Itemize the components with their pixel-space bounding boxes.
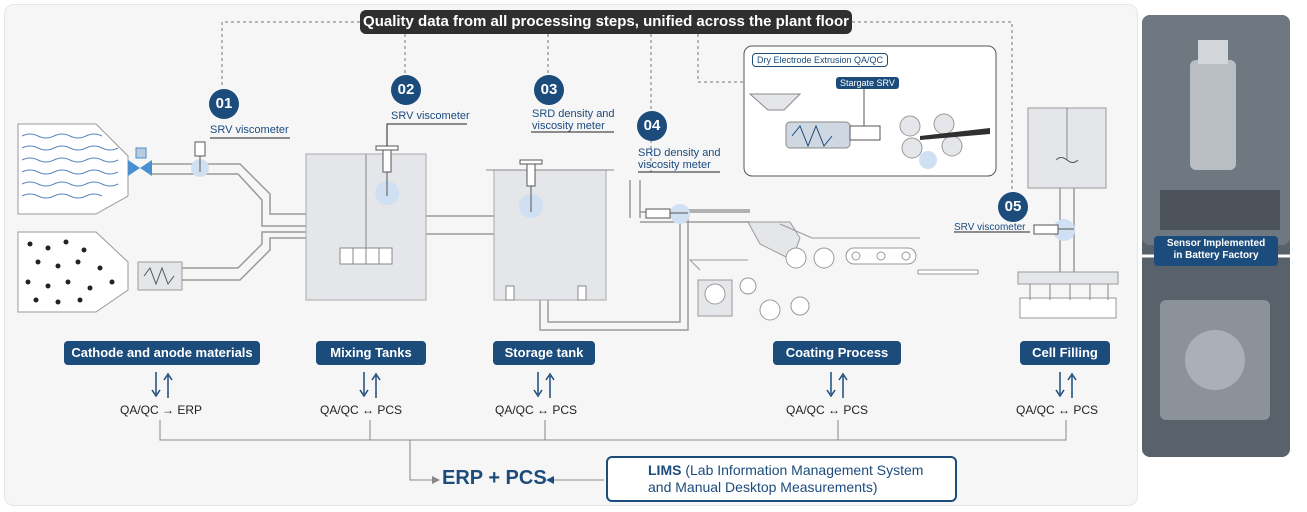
flow-row-storage: QA/QC ↔ PCS	[495, 403, 577, 417]
probe-02	[375, 145, 399, 205]
flow-right: PCS	[552, 403, 578, 417]
sensor-label-03-line1: SRD density and	[532, 108, 615, 120]
flow-left: QA/QC	[786, 403, 825, 417]
photo-caption-line1: Sensor Implemented	[1166, 238, 1266, 249]
flow-right: PCS	[1073, 403, 1099, 417]
banner-title: Quality data from all processing steps, …	[360, 10, 852, 34]
flow-left: QA/QC	[1016, 403, 1055, 417]
photo-caption: Sensor Implemented in Battery Factory	[1154, 236, 1278, 266]
lims-text: LIMS (Lab Information Management System …	[648, 462, 923, 496]
stage-cell-filling: Cell Filling	[1020, 341, 1110, 365]
sensor-badge-03: 03	[534, 75, 564, 105]
flow-arrow: ↔	[828, 403, 841, 417]
flow-arrow: ↔	[362, 403, 375, 417]
anode-hopper	[17, 231, 183, 313]
lims-line2: and Manual Desktop Measurements)	[648, 479, 878, 495]
sensor-label-03-line2: viscosity meter	[532, 120, 605, 132]
sensor-badge-05: 05	[998, 192, 1028, 222]
cathode-hopper	[17, 123, 152, 215]
coating-line	[688, 221, 979, 321]
probe-03	[519, 159, 543, 218]
erp-pcs-hub: ERP + PCS	[442, 467, 547, 489]
sync-arrows	[151, 372, 1077, 398]
factory-photo-art	[1142, 15, 1290, 457]
sensor-badge-01: 01	[209, 89, 239, 119]
stage-storage-tank: Storage tank	[493, 341, 595, 365]
mixing-tank	[305, 153, 427, 301]
cell-filling-unit	[1017, 107, 1119, 319]
probe-05	[1033, 219, 1075, 241]
sensor-label-01: SRV viscometer	[210, 124, 289, 136]
callout-lines	[210, 123, 1030, 233]
sensor-label-02: SRV viscometer	[391, 110, 470, 122]
photo-caption-line2: in Battery Factory	[1173, 250, 1259, 261]
flow-left: QA/QC	[120, 403, 159, 417]
flow-right: PCS	[377, 403, 403, 417]
flow-left: QA/QC	[320, 403, 359, 417]
flow-row-cathode: QA/QC → ERP	[120, 403, 202, 417]
probe-01	[191, 141, 209, 177]
sensor-badge-04: 04	[637, 111, 667, 141]
flow-right: ERP	[177, 403, 203, 417]
stage-mixing-tanks: Mixing Tanks	[316, 341, 426, 365]
dry-electrode-inset	[743, 45, 997, 177]
probe-04	[645, 204, 690, 224]
flow-row-coating: QA/QC ↔ PCS	[786, 403, 868, 417]
lims-line1: (Lab Information Management System	[681, 462, 924, 478]
flow-right: PCS	[843, 403, 869, 417]
flow-row-mixing: QA/QC ↔ PCS	[320, 403, 402, 417]
stage-cathode-anode: Cathode and anode materials	[64, 341, 260, 365]
flow-row-cell-filling: QA/QC ↔ PCS	[1016, 403, 1098, 417]
sensor-label-04-line1: SRD density and	[638, 147, 721, 159]
stage-coating-process: Coating Process	[773, 341, 901, 365]
sensor-label-05: SRV viscometer	[954, 222, 1026, 233]
sensor-badge-02: 02	[391, 75, 421, 105]
flow-arrow: ↔	[537, 403, 550, 417]
flow-arrow: ↔	[1058, 403, 1071, 417]
sensor-label-04-line2: viscosity meter	[638, 159, 711, 171]
stargate-tag: Stargate SRV	[836, 77, 899, 89]
process-piping	[152, 163, 1075, 331]
lims-box: LIMS (Lab Information Management System …	[606, 456, 957, 502]
inset-title: Dry Electrode Extrusion QA/QC	[752, 53, 889, 67]
flow-arrow: →	[162, 403, 175, 417]
lims-title: LIMS	[648, 462, 682, 478]
system-flow-lines	[159, 420, 1067, 481]
storage-tank	[486, 169, 614, 301]
flow-left: QA/QC	[495, 403, 534, 417]
